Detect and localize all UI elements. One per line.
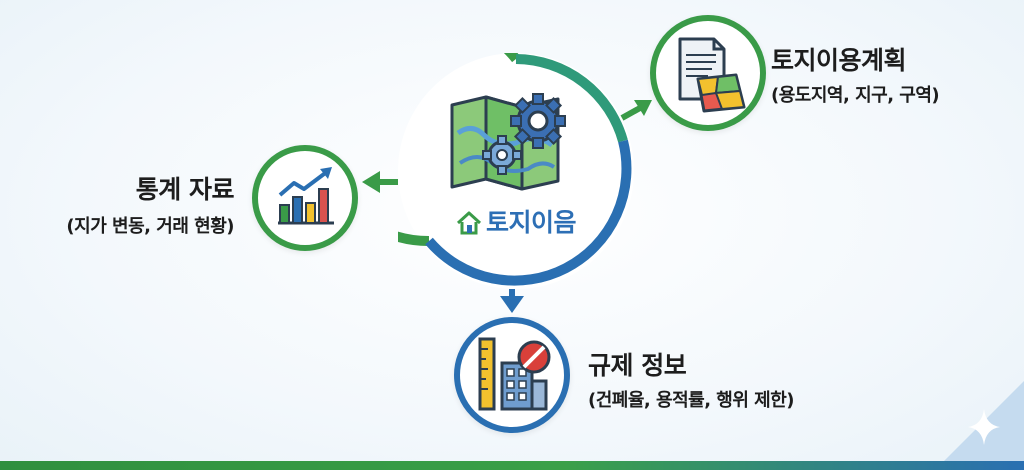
building-ruler-prohibition-icon [478,337,551,411]
bottom-bar [0,461,1024,470]
stats-subtitle: (지가 변동, 거래 현황) [66,216,234,237]
document-with-zoning-map-icon [678,37,746,113]
home-icon [456,211,481,235]
plan-title: 토지이용계획 [771,46,907,75]
center-label-text: 토지이음 [485,208,577,237]
regulation-title: 규제 정보 [588,351,687,380]
regulation-subtitle: (건폐율, 용적률, 행위 제한) [588,390,795,411]
arrow-to-regulation [500,289,524,313]
stats-title: 통계 자료 [135,175,235,204]
stats-node [252,145,358,251]
rising-bar-chart-icon [278,167,334,225]
arrow-to-stats [362,171,398,193]
center-title: 토지이음 [398,203,634,239]
center-hub: 토지이음 [398,53,634,289]
sparkle-icon [944,381,1024,461]
map-with-gears-icon [450,93,566,191]
plan-subtitle: (용도지역, 지구, 구역) [771,85,940,106]
plan-node [650,15,766,131]
arrow-to-plan [620,100,652,121]
regulation-node [454,317,570,433]
